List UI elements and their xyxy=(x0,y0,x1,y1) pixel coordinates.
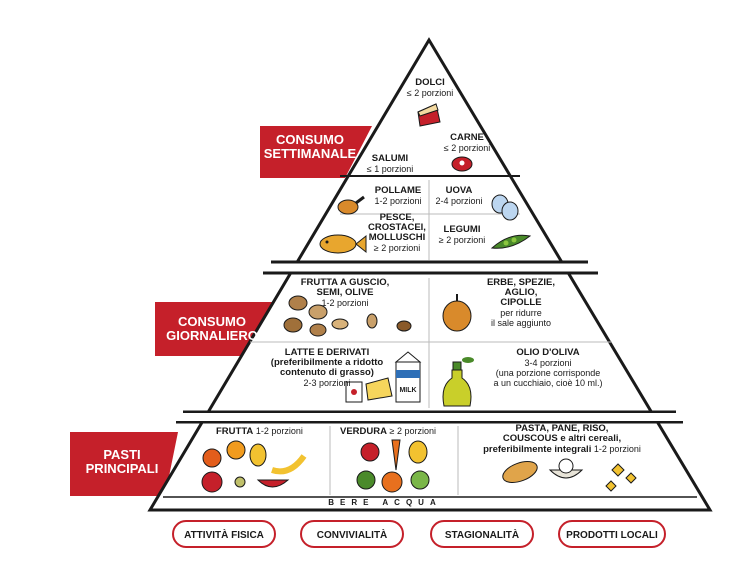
banner-daily-line-1: CONSUMO xyxy=(178,314,246,329)
label-olio: OLIO D'OLIVA 3-4 porzioni (una porzione … xyxy=(493,347,603,389)
banner-daily: CONSUMO GIORNALIERO xyxy=(157,315,267,343)
banner-weekly-line-1: CONSUMO xyxy=(276,132,344,147)
banner-main-shape xyxy=(70,432,178,496)
pill-prodotti-locali: PRODOTTI LOCALI xyxy=(558,520,666,548)
vegetables-icon xyxy=(356,439,430,493)
pill-attivita-fisica: ATTIVITÀ FISICA xyxy=(172,520,276,548)
cake-icon xyxy=(417,103,441,127)
label-cereali: PASTA, PANE, RISO, COUSCOUS e altri cere… xyxy=(483,423,641,455)
label-carne: CARNE ≤ 2 porzioni xyxy=(443,132,491,154)
steak-icon xyxy=(451,156,473,172)
banner-weekly: CONSUMO SETTIMANALE xyxy=(262,133,358,161)
pyramid-outline xyxy=(147,37,713,512)
olive-oil-icon xyxy=(442,357,474,407)
onion-icon xyxy=(442,294,472,332)
milk-carton-label: MILK xyxy=(399,387,416,394)
pill-convivialita: CONVIVIALITÀ xyxy=(300,520,404,548)
banner-weekly-shape xyxy=(260,126,372,178)
banner-main: PASTI PRINCIPALI xyxy=(74,448,170,476)
label-frutta: FRUTTA 1-2 porzioni xyxy=(216,426,303,437)
nuts-icon xyxy=(283,295,412,337)
label-salumi: SALUMI ≤ 1 porzioni xyxy=(366,153,414,175)
dairy-icon xyxy=(345,351,422,403)
label-pesce: PESCE, CROSTACEI, MOLLUSCHI ≥ 2 porzioni xyxy=(368,212,426,254)
pea-pod-icon xyxy=(490,234,532,249)
label-pollame: POLLAME 1-2 porzioni xyxy=(374,185,422,207)
tier-gap-1 xyxy=(265,263,599,272)
banner-weekly-line-2: SETTIMANALE xyxy=(263,146,357,161)
fruit-icon xyxy=(201,440,307,493)
label-latte: LATTE E DERIVATI (preferibilmente a rido… xyxy=(270,347,384,389)
label-uova: UOVA 2-4 porzioni xyxy=(435,185,483,207)
banner-main-line-2: PRINCIPALI xyxy=(85,461,159,476)
label-verdura: VERDURA ≥ 2 porzioni xyxy=(340,426,436,437)
fish-icon xyxy=(319,234,367,254)
pill-stagionalita: STAGIONALITÀ xyxy=(430,520,534,548)
banner-daily-line-2: GIORNALIERO xyxy=(166,328,258,343)
banner-main-line-1: PASTI xyxy=(103,447,141,462)
eggs-icon xyxy=(491,194,519,221)
label-erbe: ERBE, SPEZIE, AGLIO, CIPOLLE per ridurre… xyxy=(486,277,556,329)
label-dolci: DOLCI ≤ 2 porzioni xyxy=(406,77,454,99)
water-strip: BERE ACQUA xyxy=(328,498,442,507)
cereals-icon xyxy=(502,458,637,492)
label-legumi: LEGUMI ≥ 2 porzioni xyxy=(438,224,486,246)
chicken-leg-icon xyxy=(337,195,365,215)
label-frutta-guscio: FRUTTA A GUSCIO, SEMI, OLIVE 1-2 porzion… xyxy=(300,277,390,309)
